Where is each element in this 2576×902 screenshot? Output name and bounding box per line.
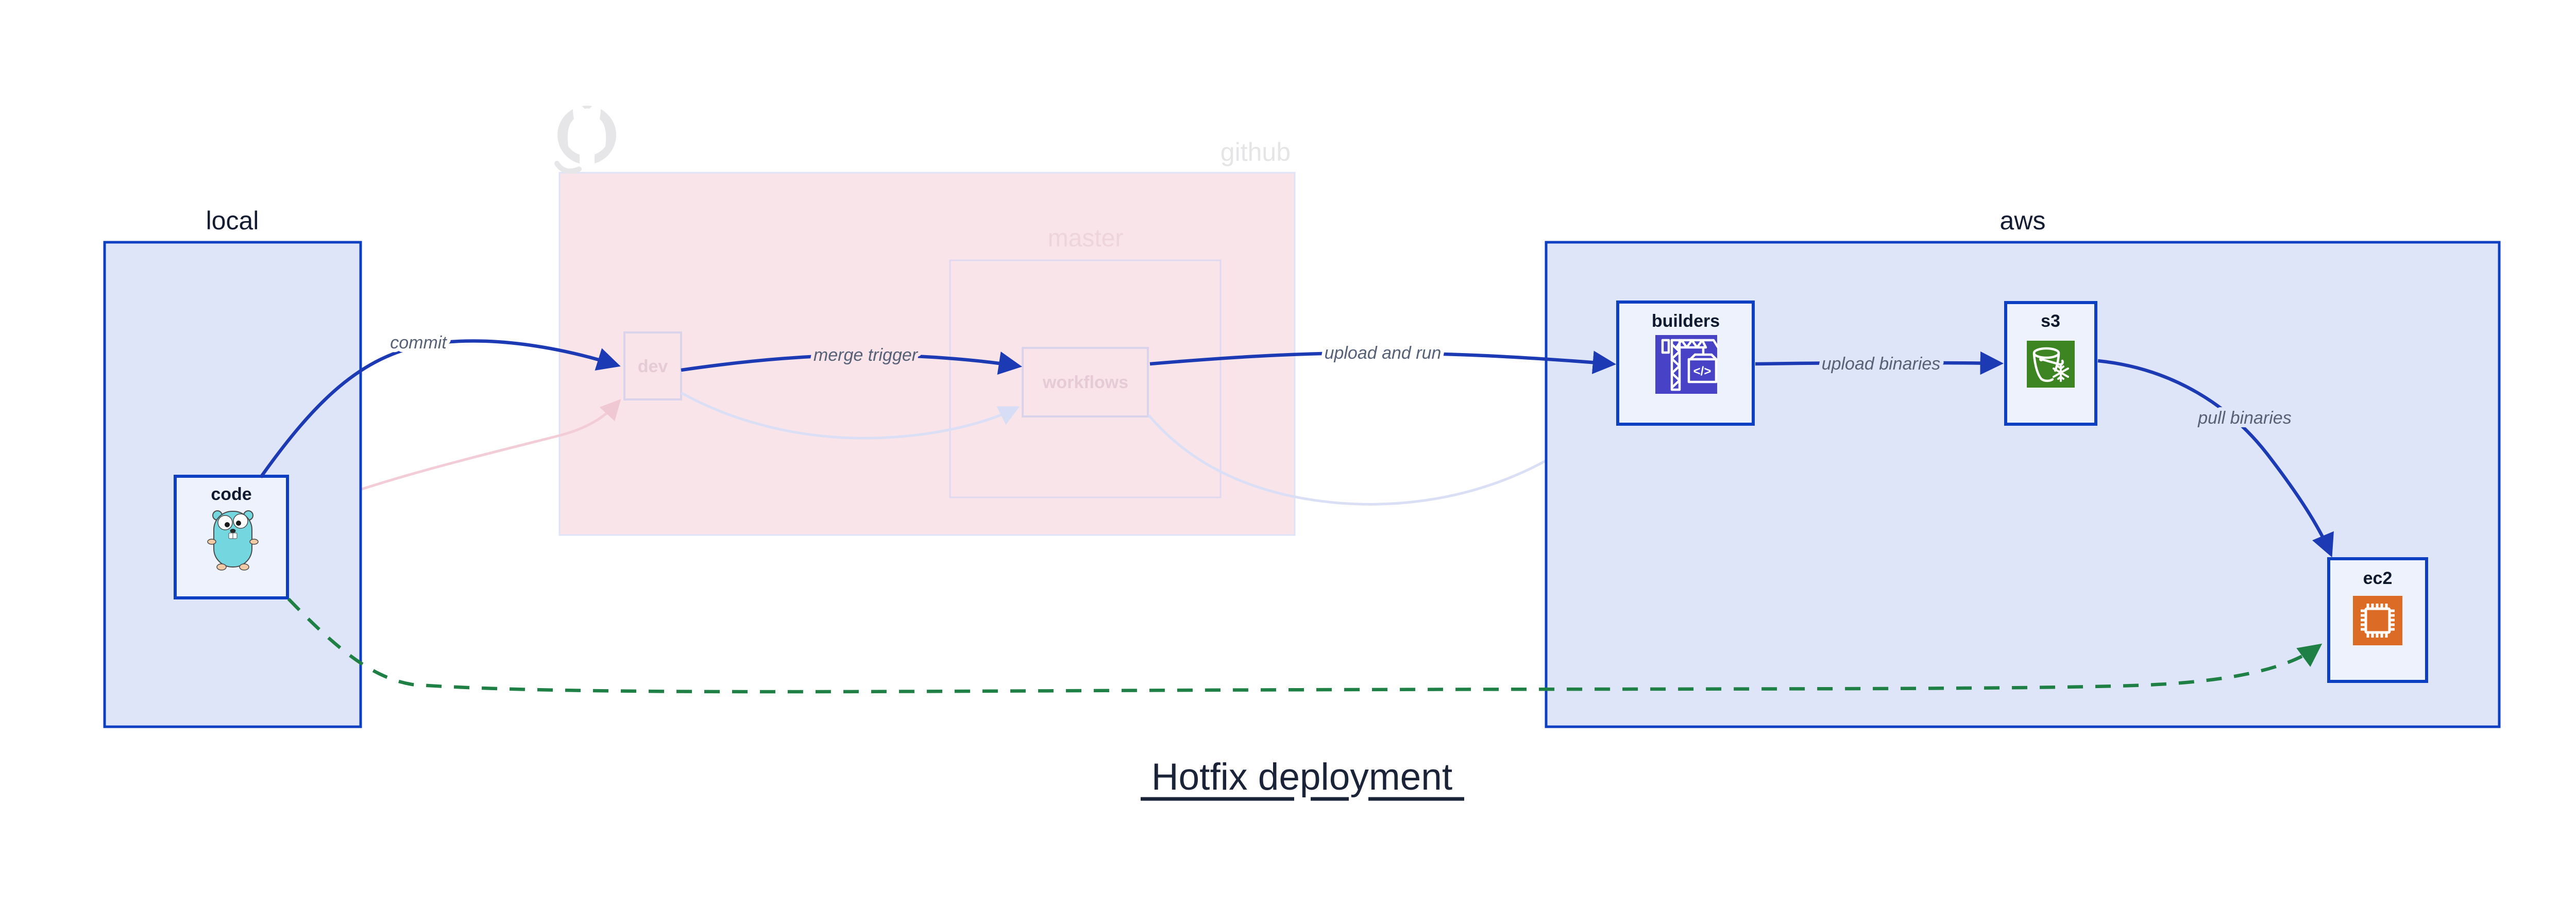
dev-node: dev [623,331,682,400]
aws-group: aws builders </> s3 [1545,206,2501,728]
aws-ec2-chip-icon [2353,596,2402,645]
ec2-node: ec2 [2327,557,2428,683]
aws-s3-glacier-bucket-icon [2027,341,2075,388]
code-node-label: code [211,485,251,504]
ec2-node-label: ec2 [2363,569,2393,588]
builders-node: builders </> [1616,300,1755,426]
dev-node-label: dev [638,357,668,376]
local-group-label: local [206,206,259,235]
aws-group-label: aws [2000,206,2046,235]
github-group-label: github [1221,138,1291,166]
pull-binaries-edge-label: pull binaries [2197,408,2291,428]
workflows-node: workflows [1022,347,1149,417]
pull-binaries-edge [2097,359,2334,558]
commit-edge-label: commit [390,333,447,353]
go-gopher-icon [207,510,259,571]
aws-codebuild-crane-icon: </> [1655,335,1719,394]
s3-node-label: s3 [2041,311,2060,331]
merge-trigger-edge-label: merge trigger [814,345,919,365]
master-branch-box [949,259,1222,498]
codebuild-code-glyph: </> [1693,364,1711,378]
local-group: local code [103,206,362,728]
upload-and-run-edge-label: upload and run [1325,343,1442,363]
diagram-title-text: Hotfix deployment [1151,756,1452,798]
diagram-title: Hotfix deployment [1141,756,1464,801]
upload-binaries-edge [1755,351,2004,375]
master-branch-label: master [1048,225,1124,252]
snowflake-glyph [2053,363,2069,382]
commit-edge [259,339,621,478]
code-node: code [174,475,289,599]
faded-dev-to-workflows-edge [680,391,1020,440]
builders-node-label: builders [1652,311,1720,331]
github-group: github master dev workflows [554,103,1296,536]
upload-binaries-edge-label: upload binaries [1822,354,1941,374]
workflows-node-label: workflows [1042,373,1128,392]
upload-and-run-edge [1149,350,1617,374]
merge-trigger-edge [681,351,1022,375]
s3-node: s3 [2004,301,2097,426]
github-octocat-icon [554,103,616,174]
hotfix-dashed-edge [287,597,2323,694]
